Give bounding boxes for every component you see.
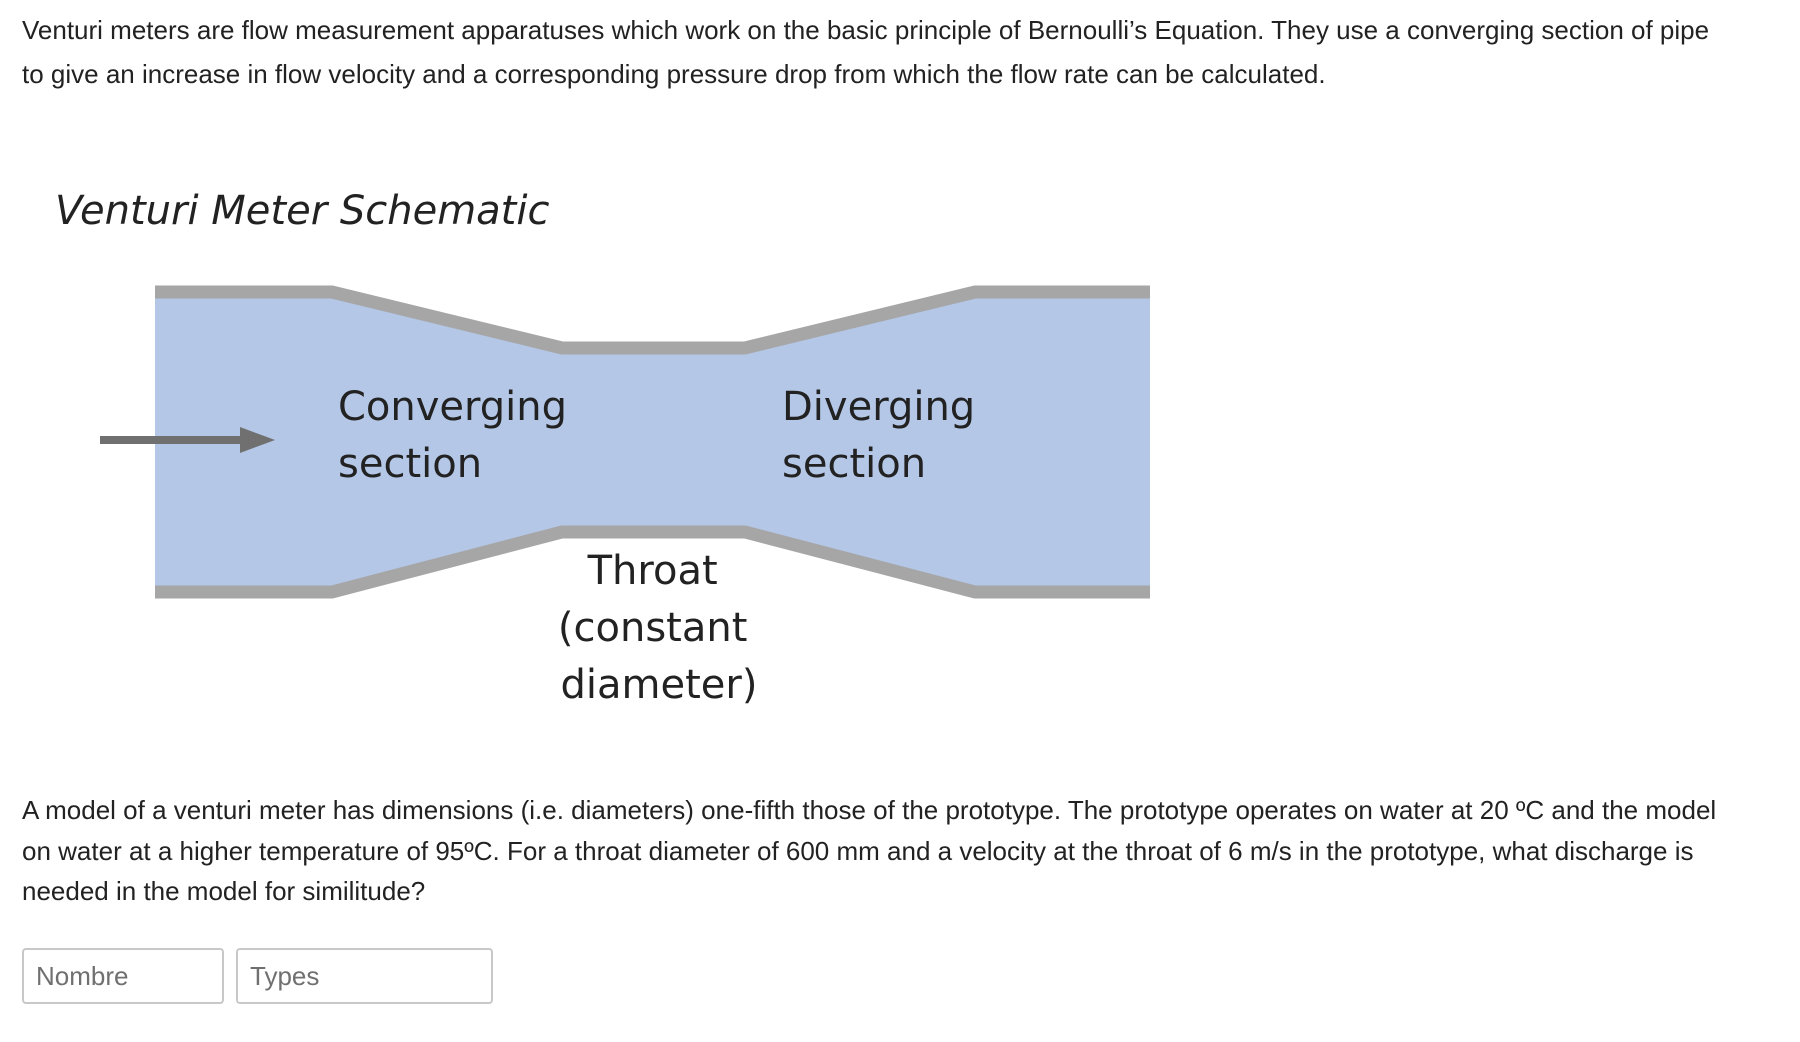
- pipe-wall-bottom: [155, 525, 1150, 599]
- question-paragraph: A model of a venturi meter has dimension…: [22, 795, 1717, 906]
- intro-paragraph: Venturi meters are flow measurement appa…: [22, 15, 1710, 89]
- pipe-wall-top: [155, 285, 1150, 355]
- diverging-section-label: Diverging section: [782, 384, 988, 487]
- diagram-title: Venturi Meter Schematic: [55, 188, 549, 234]
- venturi-fluid: [155, 292, 1150, 592]
- throat-label: Throat (constant diameter): [558, 548, 760, 708]
- venturi-schematic: Venturi Meter Schematic Converging secti…: [55, 188, 1150, 708]
- units-input[interactable]: [236, 948, 493, 1004]
- flow-arrow-icon: [100, 427, 275, 453]
- number-input[interactable]: [22, 948, 224, 1004]
- converging-section-label: Converging section: [338, 384, 580, 487]
